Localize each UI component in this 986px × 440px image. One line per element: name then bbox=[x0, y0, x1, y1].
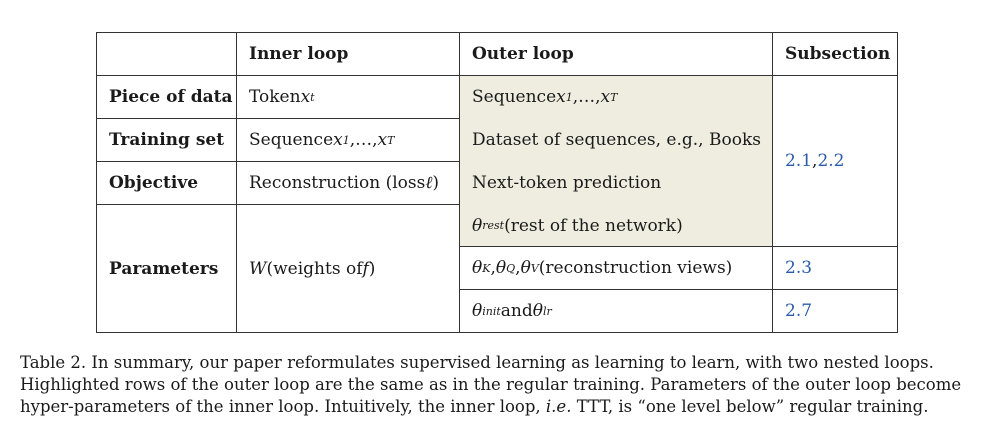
row-label-training-set: Training set bbox=[109, 130, 225, 150]
outer-objective: Next-token prediction bbox=[472, 173, 662, 193]
outer-loop-highlight bbox=[459, 75, 772, 246]
outer-training-set: Dataset of sequences, e.g., Books bbox=[472, 130, 761, 150]
inner-objective: Reconstruction (loss ℓ) bbox=[249, 173, 440, 193]
summary-table: Inner loop Outer loop Subsection Piece o… bbox=[96, 32, 898, 333]
header-subsection: Subsection bbox=[785, 44, 891, 64]
header-outer-loop: Outer loop bbox=[472, 44, 574, 64]
subsection-2-3: 2.3 bbox=[773, 247, 897, 289]
subsection-2-7: 2.7 bbox=[773, 290, 897, 332]
subsection-link-2-7[interactable]: 2.7 bbox=[785, 301, 813, 321]
header-inner-loop: Inner loop bbox=[249, 44, 349, 64]
inner-parameters: W (weights of f) bbox=[249, 258, 376, 279]
caption-line-1: Table 2. In summary, our paper reformula… bbox=[20, 353, 934, 372]
row-label-piece-of-data: Piece of data bbox=[109, 87, 233, 107]
row-label-objective: Objective bbox=[109, 173, 199, 193]
subsection-2-1-2-2: 2.1, 2.2 bbox=[785, 151, 845, 171]
row-label-parameters: Parameters bbox=[109, 258, 219, 279]
caption-line-2: Highlighted rows of the outer loop are t… bbox=[20, 375, 962, 394]
caption-line-3: hyper-parameters of the inner loop. Intu… bbox=[20, 397, 929, 416]
subsection-link-2-3[interactable]: 2.3 bbox=[785, 258, 813, 278]
subsection-link-2-2[interactable]: 2.2 bbox=[817, 151, 845, 171]
subsection-link-2-1[interactable]: 2.1 bbox=[785, 151, 813, 171]
table-caption: Table 2. In summary, our paper reformula… bbox=[20, 352, 980, 418]
